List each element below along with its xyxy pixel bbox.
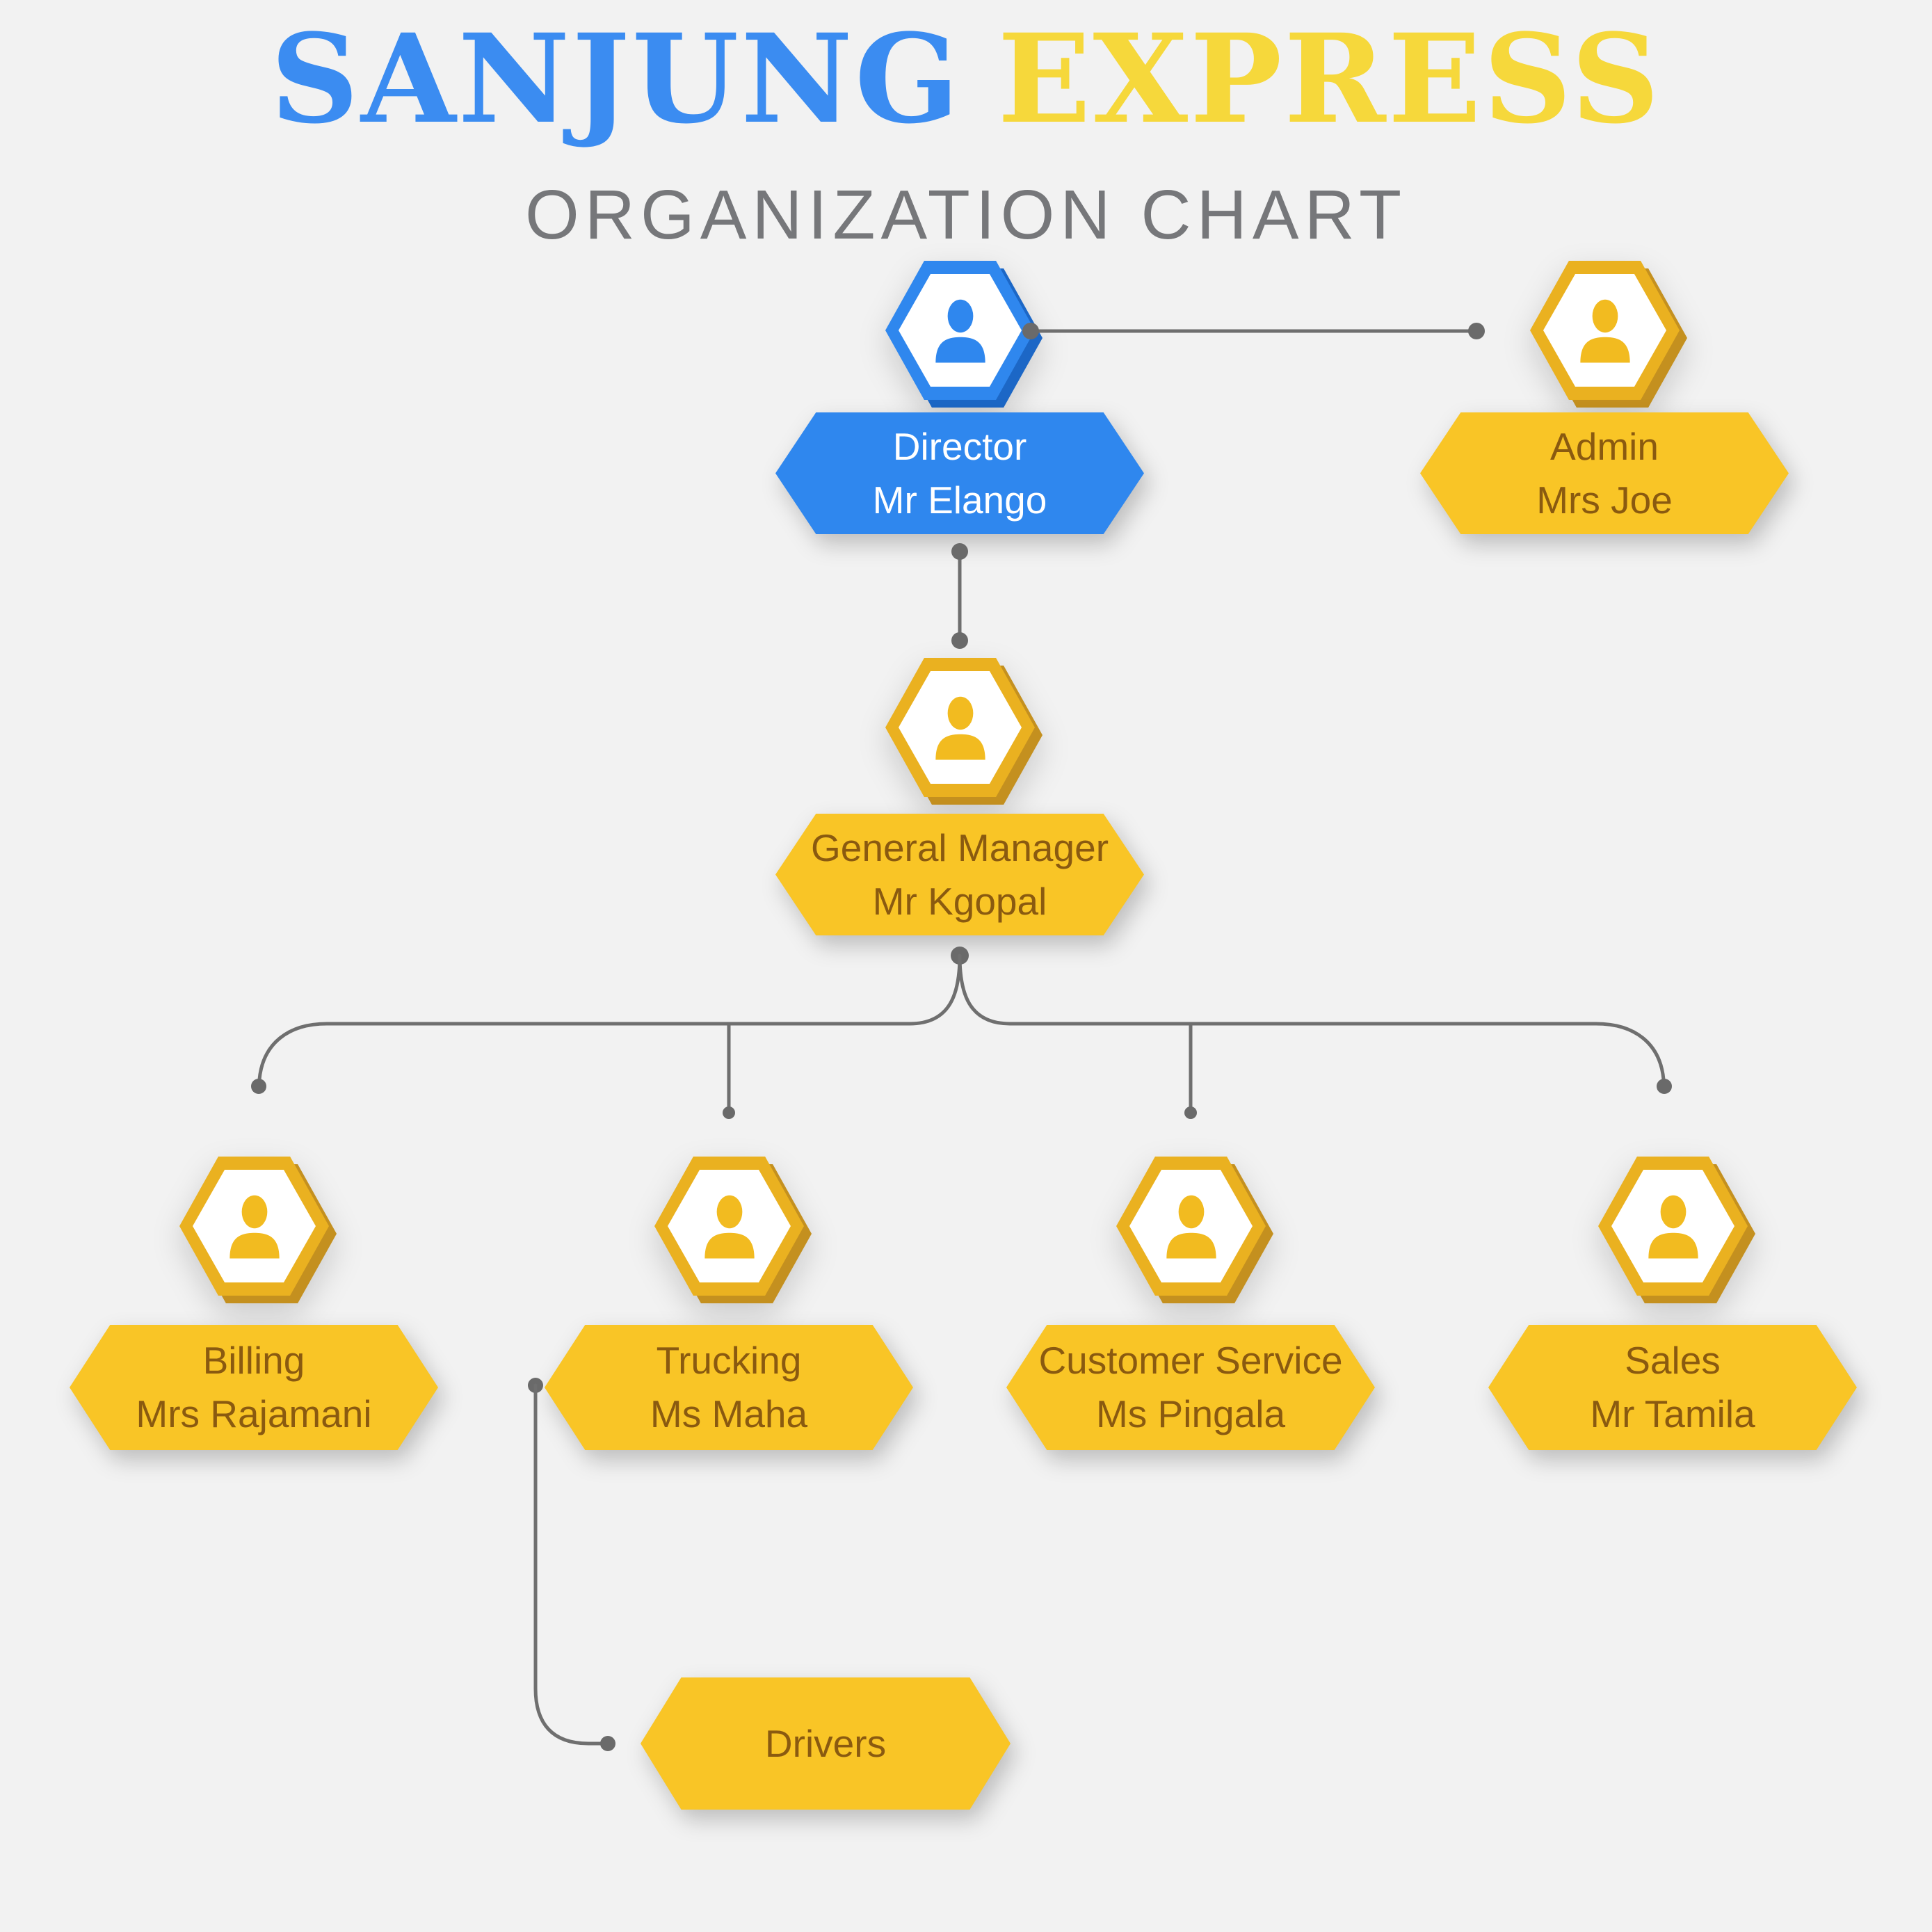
node-role: Sales <box>1625 1339 1721 1382</box>
node-person: Ms Pingala <box>1095 1392 1286 1435</box>
edge-trucking-drivers <box>528 1378 615 1751</box>
node-role: General Manager <box>810 826 1109 869</box>
node-person: Mr Kgopal <box>872 879 1047 923</box>
node-person: Mr Elango <box>872 478 1047 522</box>
node-role: Trucking <box>656 1339 802 1382</box>
person-icon <box>229 1195 280 1259</box>
trucking-node: Trucking Ms Maha <box>545 1325 913 1450</box>
general-manager-node: General Manager Mr Kgopal <box>775 814 1144 935</box>
node-person: Mrs Rajamani <box>136 1392 372 1435</box>
billing-avatar-hexagon <box>179 1157 337 1303</box>
customer-service-node: Customer Service Ms Pingala <box>1006 1325 1375 1450</box>
edge-director-general-manager <box>951 543 968 649</box>
customer-service-avatar-hexagon <box>1116 1157 1273 1303</box>
node-role: Drivers <box>764 1721 887 1765</box>
brand-primary: SANJUNG <box>270 7 962 151</box>
edge-general-manager-children <box>251 947 1672 1119</box>
admin-node: Admin Mrs Joe <box>1420 412 1789 534</box>
person-icon <box>1579 299 1630 363</box>
node-person: Mr Tamila <box>1590 1392 1755 1435</box>
node-role: Customer Service <box>1038 1339 1343 1382</box>
brand-secondary: EXPRESS <box>997 7 1662 151</box>
drivers-node: Drivers <box>641 1677 1011 1810</box>
person-icon <box>935 696 985 760</box>
node-role: Admin <box>1550 424 1659 468</box>
page-subtitle: ORGANIZATION CHART <box>524 176 1408 254</box>
sales-avatar-hexagon <box>1598 1157 1755 1303</box>
director-node: Director Mr Elango <box>775 412 1144 534</box>
sales-node: Sales Mr Tamila <box>1488 1325 1857 1450</box>
director-avatar-hexagon <box>885 261 1043 408</box>
edge-director-admin <box>1022 323 1485 339</box>
node-role: Director <box>892 424 1027 468</box>
node-role: Billing <box>202 1339 305 1382</box>
admin-avatar-hexagon <box>1530 261 1687 408</box>
person-icon <box>1648 1195 1698 1259</box>
person-icon <box>935 299 985 363</box>
billing-node: Billing Mrs Rajamani <box>70 1325 438 1450</box>
node-person: Ms Maha <box>650 1392 808 1435</box>
node-person: Mrs Joe <box>1536 478 1673 522</box>
general-manager-avatar-hexagon <box>885 658 1043 805</box>
trucking-avatar-hexagon <box>654 1157 812 1303</box>
person-icon <box>704 1195 755 1259</box>
person-icon <box>1166 1195 1216 1259</box>
